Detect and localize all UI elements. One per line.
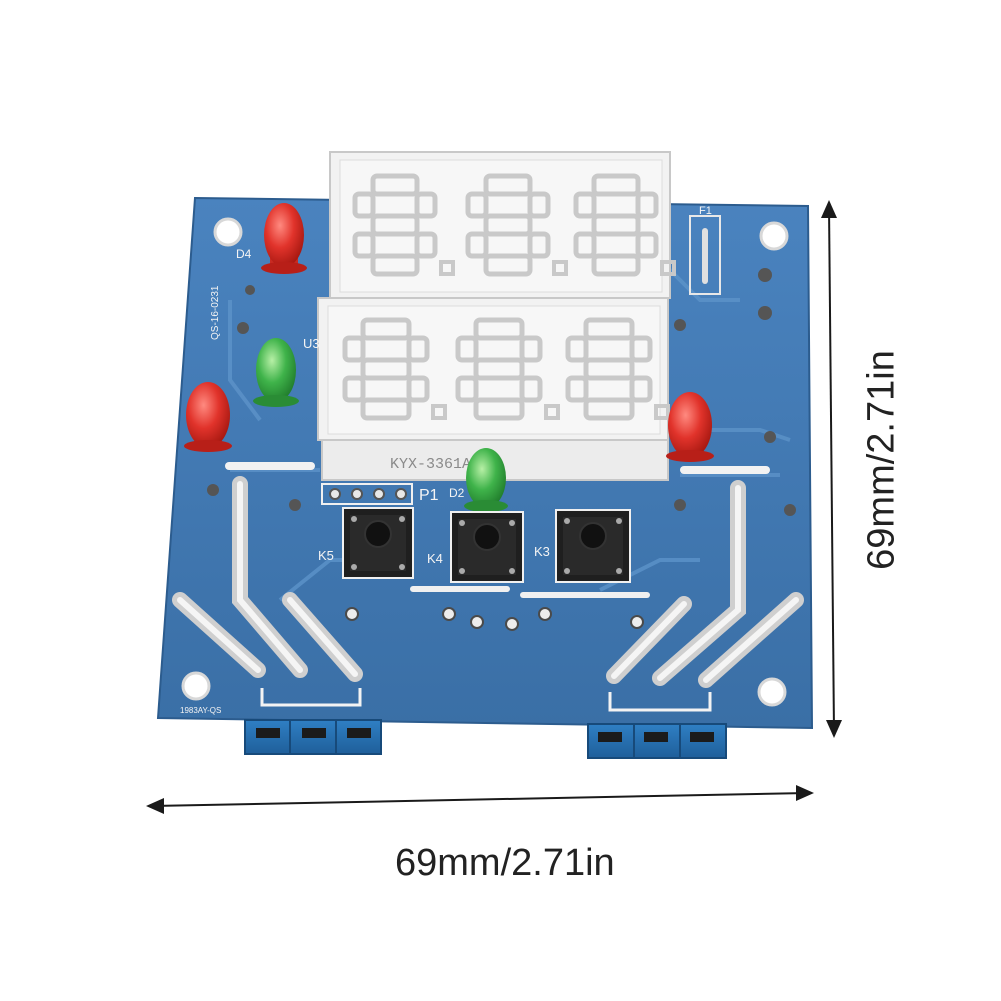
- red-led-d4: [261, 203, 307, 274]
- label-date-code: QS-16-0231: [210, 285, 221, 340]
- digit-lower-1-segment-e: [455, 375, 479, 403]
- digit-lower-0-segment-c: [406, 375, 430, 403]
- digit-lower-0-decimal-point: [431, 404, 447, 420]
- digit-upper-1-segment-a: [483, 173, 533, 197]
- digit-upper-0-decimal-point: [439, 260, 455, 276]
- label-d4: D4: [236, 247, 252, 261]
- digit-lower-0-segment-f: [342, 335, 366, 363]
- red-led-right: [666, 392, 714, 462]
- digit-upper-1-segment-d: [483, 253, 533, 277]
- terminal-block-left: [244, 719, 382, 755]
- digit-upper-2-segment-a: [591, 173, 641, 197]
- solder-traces-right: [606, 480, 804, 688]
- header-p1: [321, 483, 413, 505]
- digit-lower-0-segment-b: [406, 335, 430, 363]
- digit-lower-1-decimal-point: [544, 404, 560, 420]
- digit-upper-1-segment-c: [527, 231, 551, 259]
- solder-traces-left: [172, 476, 363, 682]
- button-k3: [555, 509, 631, 583]
- label-board-code: 1983AY-QS: [180, 706, 221, 715]
- digit-upper-0-segment-e: [352, 231, 376, 259]
- green-led-d2: [464, 448, 508, 512]
- double-arrow-vertical-icon: [821, 200, 842, 738]
- digit-lower-1-segment-c: [519, 375, 543, 403]
- digit-upper-2-segment-f: [573, 191, 597, 219]
- digit-upper-1-segment-f: [465, 191, 489, 219]
- digit-upper-0-segment-b: [414, 191, 438, 219]
- digit-upper-0-segment-g: [370, 213, 420, 237]
- digit-lower-0-segment-g: [360, 357, 412, 381]
- digit-upper-1-decimal-point: [552, 260, 568, 276]
- digit-lower-2-segment-c: [629, 375, 653, 403]
- mounting-holes: [181, 217, 789, 707]
- button-k5: [342, 507, 414, 579]
- digit-lower-2-segment-f: [565, 335, 589, 363]
- digit-upper-0-segment-f: [352, 191, 376, 219]
- bottom-pads: [345, 607, 644, 631]
- display-module-marking: KYX-3361AS: [390, 456, 480, 473]
- digit-lower-0-segment-a: [360, 317, 412, 341]
- small-components: [207, 268, 796, 516]
- digit-upper-2-segment-b: [635, 191, 659, 219]
- digit-upper-2-segment-e: [573, 231, 597, 259]
- double-arrow-horizontal-icon: [146, 785, 814, 814]
- terminal-block-right: [587, 723, 727, 759]
- height-dimension-label: 69mm/2.71in: [860, 350, 903, 570]
- digit-lower-2-segment-a: [583, 317, 635, 341]
- label-f1: F1: [699, 205, 712, 217]
- digit-upper-2-segment-c: [635, 231, 659, 259]
- label-k4: K4: [427, 551, 443, 566]
- label-k3: K3: [534, 544, 550, 559]
- digit-upper-0-segment-c: [414, 231, 438, 259]
- fuse-f1: [689, 215, 721, 295]
- digit-lower-2-decimal-point: [654, 404, 670, 420]
- digit-lower-1-segment-b: [519, 335, 543, 363]
- digit-upper-2-decimal-point: [660, 260, 676, 276]
- label-u3: U3: [303, 336, 320, 351]
- digit-upper-0-segment-a: [370, 173, 420, 197]
- upper-digit-segments: [352, 173, 676, 277]
- board-slots: [225, 462, 770, 474]
- digit-lower-1-segment-g: [473, 357, 525, 381]
- lower-digit-segments: [342, 317, 670, 421]
- width-dimension-label: 69mm/2.71in: [395, 842, 615, 884]
- digit-lower-0-segment-d: [360, 397, 412, 421]
- digit-lower-2-segment-g: [583, 357, 635, 381]
- digit-upper-2-segment-d: [591, 253, 641, 277]
- terminal-outlines: [260, 688, 712, 712]
- button-k4: [450, 511, 524, 583]
- red-led-left: [184, 382, 232, 452]
- digit-lower-2-segment-d: [583, 397, 635, 421]
- digit-upper-1-segment-g: [483, 213, 533, 237]
- digit-upper-1-segment-e: [465, 231, 489, 259]
- digit-lower-2-segment-e: [565, 375, 589, 403]
- white-bars: [410, 586, 650, 598]
- digit-lower-1-segment-a: [473, 317, 525, 341]
- digit-lower-1-segment-f: [455, 335, 479, 363]
- digit-upper-2-segment-g: [591, 213, 641, 237]
- label-d2: D2: [449, 486, 465, 500]
- digit-lower-1-segment-d: [473, 397, 525, 421]
- digit-upper-0-segment-d: [370, 253, 420, 277]
- digit-lower-0-segment-e: [342, 375, 366, 403]
- label-p1: P1: [419, 487, 439, 504]
- green-led-u3: [253, 338, 299, 407]
- digit-upper-1-segment-b: [527, 191, 551, 219]
- label-k5: K5: [318, 548, 334, 563]
- digit-lower-2-segment-b: [629, 335, 653, 363]
